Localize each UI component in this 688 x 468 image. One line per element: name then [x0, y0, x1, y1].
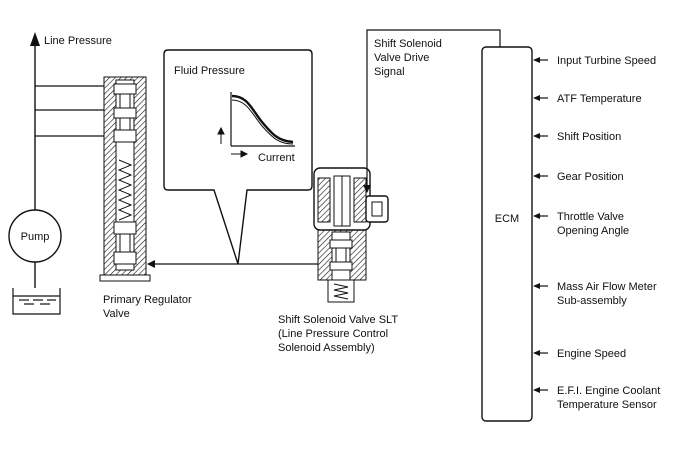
ecm-input-arrowhead: [533, 95, 540, 101]
fluid-pressure-label: Fluid Pressure: [174, 65, 245, 77]
primary-regulator-label-line2: Valve: [103, 308, 130, 320]
ecm-input-label: E.F.I. Engine Coolant: [557, 385, 660, 397]
pump-label: Pump: [21, 231, 50, 243]
primary-regulator-label-line1: Primary Regulator: [103, 294, 192, 306]
ecm-input-arrowhead: [533, 133, 540, 139]
slt-label-line3: Solenoid Assembly): [278, 342, 375, 354]
ecm-input-arrowhead: [533, 213, 540, 219]
ecm-input-arrowhead: [533, 283, 540, 289]
primary-regulator-valve: [99, 76, 151, 282]
ecm-input-label: Mass Air Flow Meter: [557, 281, 657, 293]
ecm-input-arrowhead: [533, 387, 540, 393]
pressure-current-graph: [230, 92, 295, 147]
ecm-input-label: Engine Speed: [557, 348, 626, 360]
line-pressure-label: Line Pressure: [44, 35, 112, 47]
drive-signal-label-line1: Shift Solenoid: [374, 38, 442, 50]
pump-symbol: [8, 209, 62, 263]
ecm-input-label: Temperature Sensor: [557, 399, 657, 411]
oil-pan: [12, 288, 61, 315]
ecm-input-label: Input Turbine Speed: [557, 55, 656, 67]
current-label: Current: [258, 152, 295, 164]
ecm-input-label: Shift Position: [557, 131, 621, 143]
ecm-label: ECM: [495, 213, 519, 225]
ecm-input-arrowhead: [533, 173, 540, 179]
drive-signal-label-line3: Signal: [374, 66, 405, 78]
slt-label-line2: (Line Pressure Control: [278, 328, 388, 340]
slt-label-line1: Shift Solenoid Valve SLT: [278, 314, 398, 326]
line-pressure-arrowhead: [30, 32, 40, 46]
ecm-input-label: Opening Angle: [557, 225, 629, 237]
fluid-pressure-callout: [163, 49, 313, 265]
ecm-input-label: Throttle Valve: [557, 211, 624, 223]
drive-signal-label-line2: Valve Drive: [374, 52, 429, 64]
ecm-input-label: ATF Temperature: [557, 93, 642, 105]
ecm-input-arrowhead: [533, 350, 540, 356]
shift-solenoid-valve-slt: [313, 167, 389, 303]
ecm-input-label: Gear Position: [557, 171, 624, 183]
ecm-box: [481, 46, 533, 422]
regulator-feed-lines: [35, 85, 104, 137]
ecm-input-arrowhead: [533, 57, 540, 63]
ecm-input-label: Sub-assembly: [557, 295, 627, 307]
drive-signal-line: [363, 29, 501, 193]
graph-axis-arrows: [217, 126, 249, 158]
